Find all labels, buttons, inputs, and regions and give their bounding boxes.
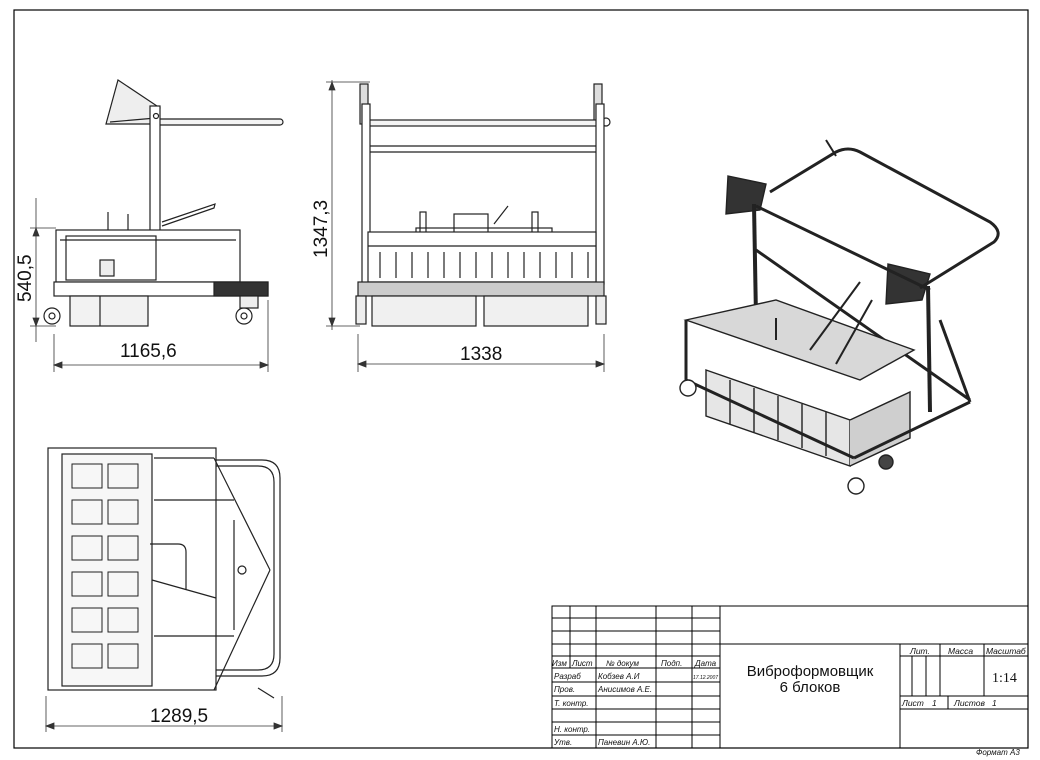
tb-role-prov: Пров. bbox=[554, 685, 575, 694]
side-view bbox=[43, 79, 284, 327]
tb-role-razrab: Разраб bbox=[554, 672, 581, 681]
tb-scale-value: 1:14 bbox=[992, 671, 1017, 686]
front-post-right bbox=[595, 103, 605, 285]
tb-name-utv: Паневин А.Ю. bbox=[598, 738, 650, 747]
iso-handle-loop bbox=[769, 147, 1000, 290]
tb-sheet-value: 1 bbox=[932, 698, 937, 708]
front-dimensions bbox=[326, 80, 606, 372]
tb-header-izm: Изм bbox=[552, 659, 567, 668]
tb-header-list: Лист bbox=[571, 659, 593, 668]
side-mould bbox=[55, 229, 241, 283]
tb-role-nkontr: Н. контр. bbox=[554, 725, 590, 734]
plan-block-cells bbox=[71, 463, 139, 669]
front-base bbox=[357, 281, 605, 297]
tb-header-sign: Подп. bbox=[661, 659, 682, 668]
front-handle-bar bbox=[365, 119, 603, 127]
dim-side-length: 1165,6 bbox=[120, 341, 177, 362]
side-wheel-left bbox=[43, 307, 61, 325]
tb-role-utv: Утв. bbox=[553, 738, 572, 747]
drawing-title-line1: Виброформовщик bbox=[747, 663, 874, 680]
title-block-frame bbox=[551, 605, 1029, 749]
format-label: Формат А3 bbox=[976, 748, 1020, 757]
plan-dimensions bbox=[44, 696, 284, 732]
tb-name-razrab: Кобзев А.И bbox=[598, 672, 640, 681]
tb-header-lit: Лит. bbox=[909, 646, 930, 656]
dim-front-height: 1347,3 bbox=[311, 200, 332, 258]
dim-side-height: 540,5 bbox=[15, 254, 36, 302]
plan-handle-loop bbox=[216, 459, 281, 677]
front-view bbox=[355, 83, 611, 327]
tb-role-tkontr: Т. контр. bbox=[554, 699, 589, 708]
side-dimensions bbox=[30, 198, 270, 372]
side-handle-bar bbox=[154, 118, 284, 126]
front-mould bbox=[367, 231, 597, 283]
tb-date-razrab: 17.12.2007 bbox=[693, 675, 718, 681]
iso-seat-right bbox=[885, 263, 931, 305]
drawing-title-line2: 6 блоков bbox=[780, 679, 841, 696]
isometric-view bbox=[679, 139, 1000, 495]
tb-header-docno: № докум bbox=[606, 659, 640, 668]
tb-header-scale: Масштаб bbox=[986, 646, 1027, 656]
plan-view bbox=[47, 447, 281, 699]
dim-plan-length: 1289,5 bbox=[150, 706, 208, 727]
iso-wheel-1 bbox=[679, 379, 697, 397]
side-wheel-right bbox=[235, 307, 253, 325]
sheet-frame bbox=[13, 9, 1029, 749]
tb-name-prov: Анисимов А.Е. bbox=[597, 685, 652, 694]
tb-sheets-value: 1 bbox=[992, 698, 997, 708]
tb-header-date: Дата bbox=[694, 659, 717, 668]
iso-deck bbox=[683, 299, 916, 381]
iso-wheel-2 bbox=[847, 477, 865, 495]
tb-header-mass: Масса bbox=[948, 646, 973, 656]
title-block bbox=[551, 605, 1029, 749]
tb-sheet-label: Лист bbox=[901, 698, 924, 708]
iso-wheel-3 bbox=[878, 454, 894, 470]
dim-front-width: 1338 bbox=[460, 344, 502, 365]
tb-sheets-label: Листов bbox=[953, 698, 986, 708]
